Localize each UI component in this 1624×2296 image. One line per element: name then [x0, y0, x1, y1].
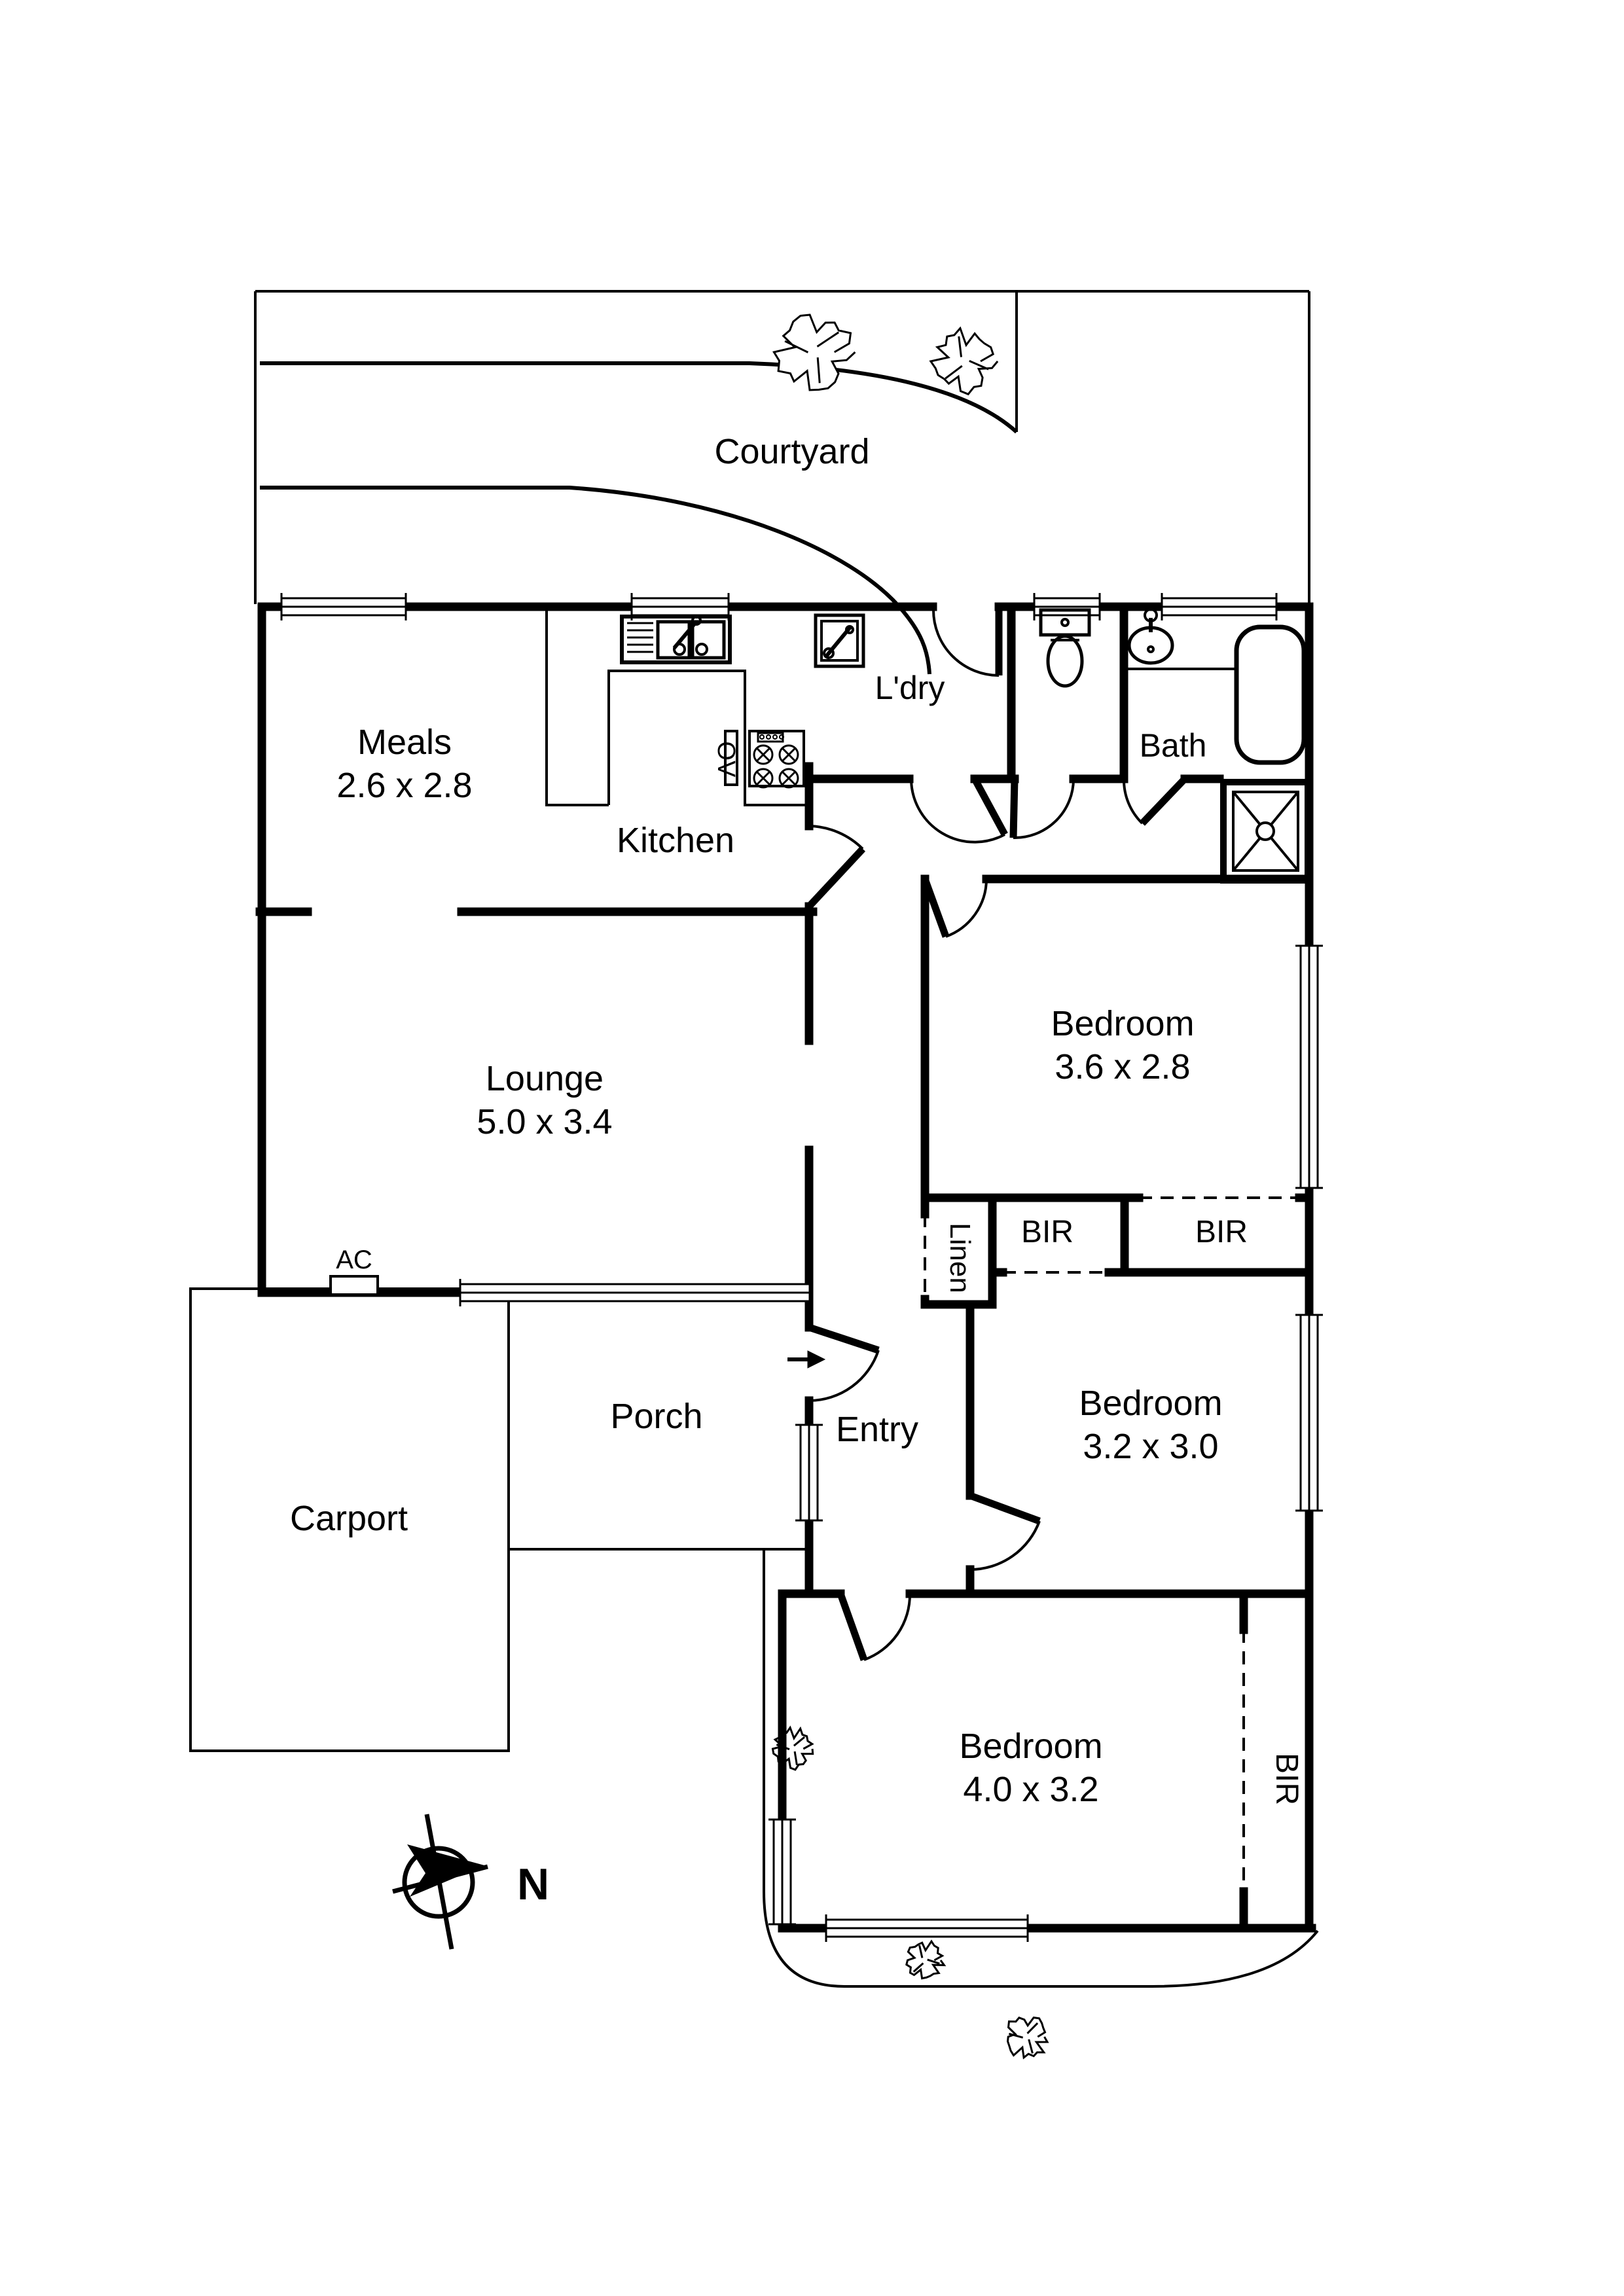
walls: [255, 602, 1316, 1933]
label-linen: Linen: [944, 1223, 976, 1293]
burner-icon: [753, 744, 799, 789]
label-oven: OV: [712, 742, 740, 778]
labels: Courtyard Meals 2.6 x 2.8 Kitchen L'dry …: [290, 432, 1304, 1809]
wall-wc: [1007, 604, 1128, 783]
compass-needle-icon: [407, 1844, 484, 1897]
wc-door: [1009, 778, 1075, 840]
bath-door: [1122, 776, 1187, 826]
window-meals: [280, 593, 407, 620]
shower-icon: [1220, 779, 1311, 884]
window-bath: [1161, 593, 1278, 620]
label-bir1: BIR: [1021, 1215, 1074, 1249]
fixtures: [329, 608, 1311, 1296]
toilet-icon: [1039, 608, 1091, 688]
meals-kitchen-divider: [545, 611, 609, 806]
robe-dashed-lines: [924, 1196, 1299, 1892]
label-bedroom1-dim: 3.6 x 2.8: [1055, 1047, 1190, 1086]
window-bed3-bottom: [825, 1914, 1029, 1942]
label-carport: Carport: [290, 1499, 408, 1538]
window-lounge: [459, 1279, 811, 1306]
label-meals: Meals: [357, 723, 452, 762]
front-door: [808, 1323, 880, 1402]
tree-icon: [929, 326, 999, 396]
bathtub-icon: [1234, 624, 1307, 765]
label-kitchen: Kitchen: [617, 821, 734, 860]
label-porch: Porch: [610, 1397, 702, 1436]
laundry-hall-door: [910, 777, 1008, 844]
bedroom1-door: [921, 878, 988, 938]
window-bed1: [1295, 944, 1323, 1189]
label-courtyard: Courtyard: [714, 432, 869, 471]
label-bath: Bath: [1140, 727, 1207, 764]
kitchen-bench: [607, 670, 806, 806]
compass-north-label: N: [517, 1859, 549, 1909]
label-meals-dim: 2.6 x 2.8: [336, 766, 472, 805]
doors: [806, 609, 1187, 1661]
label-ac: AC: [336, 1246, 372, 1274]
window-bed3-side: [768, 1818, 796, 1926]
courtyard-curve-lower: [260, 486, 931, 675]
bedroom3-door: [837, 1592, 912, 1661]
label-bedroom2: Bedroom: [1079, 1384, 1222, 1423]
label-entry: Entry: [836, 1410, 918, 1449]
laundry-external-door: [932, 609, 1003, 677]
front-path: [763, 1549, 1319, 1988]
shrub-icon: [905, 1939, 947, 1980]
bedroom2-door: [969, 1492, 1041, 1571]
ac-unit-icon: [329, 1275, 379, 1296]
wall-linen: [920, 1193, 997, 1309]
compass: N: [392, 1814, 549, 1950]
kitchen-hall-door: [806, 825, 866, 909]
label-bir3: BIR: [1269, 1753, 1304, 1805]
courtyard-curve-upper: [260, 361, 1019, 434]
garden-boundary: [254, 290, 1310, 609]
label-laundry: L'dry: [875, 670, 945, 706]
label-lounge-dim: 5.0 x 3.4: [477, 1102, 612, 1141]
shrub-icon: [1006, 2016, 1049, 2060]
label-bir2: BIR: [1195, 1215, 1248, 1249]
label-lounge: Lounge: [486, 1059, 604, 1098]
label-bedroom3: Bedroom: [959, 1727, 1102, 1766]
basin-icon: [1127, 608, 1174, 665]
label-bedroom2-dim: 3.2 x 3.0: [1083, 1427, 1218, 1466]
laundry-trough-icon: [814, 613, 865, 668]
stove-icon: [724, 730, 805, 789]
outdoor-structures: [189, 1287, 809, 1752]
tree-icon: [772, 314, 856, 391]
compass-circle-icon: [402, 1846, 475, 1919]
label-bedroom1: Bedroom: [1051, 1004, 1194, 1043]
label-bedroom3-dim: 4.0 x 3.2: [963, 1770, 1098, 1809]
entry-arrow-icon: [787, 1350, 826, 1369]
window-entry: [795, 1424, 823, 1522]
window-bed2: [1295, 1314, 1323, 1512]
kitchen-sink-icon: [620, 615, 732, 664]
